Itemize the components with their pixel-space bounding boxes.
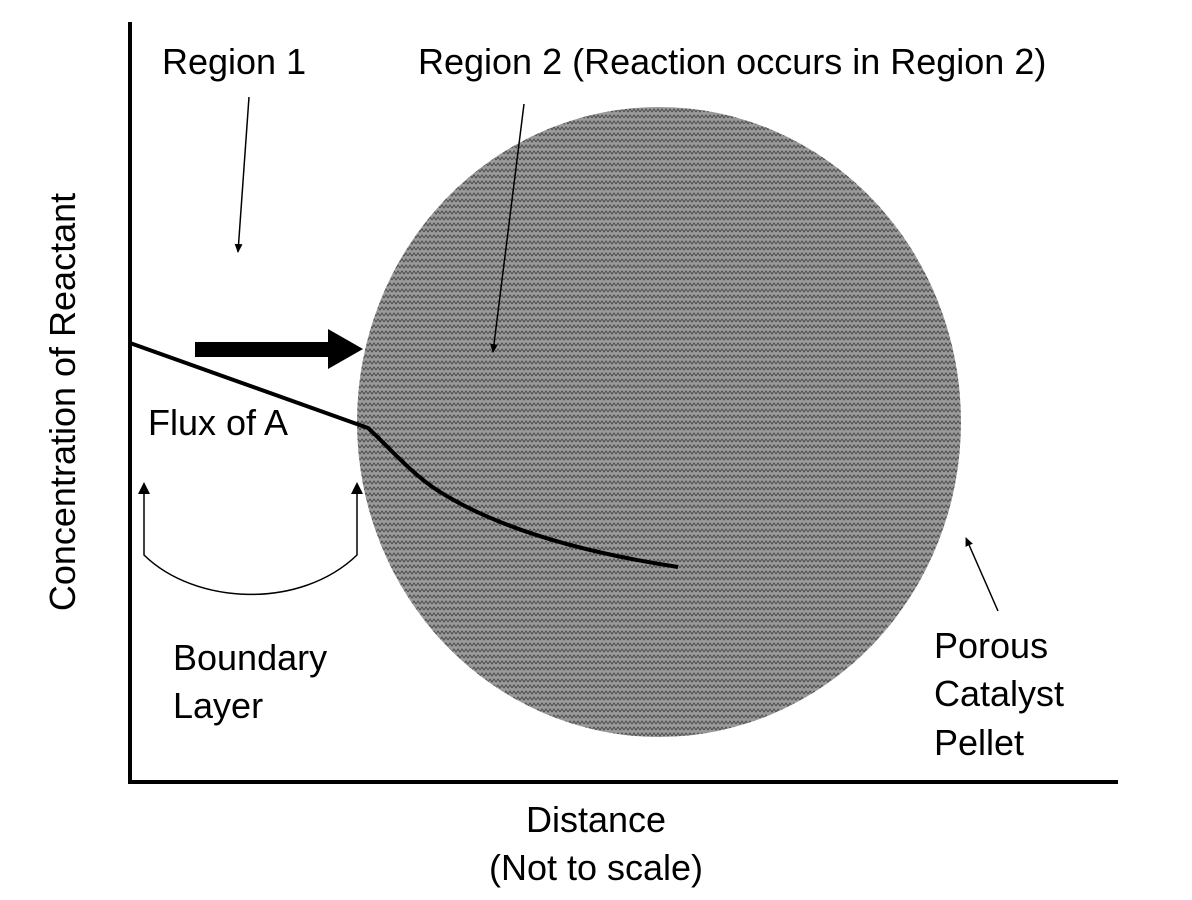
flux-label: Flux of A: [148, 402, 288, 443]
region2-pointer-arrow: [490, 103, 525, 353]
boundary-right-arrowhead: [351, 482, 363, 494]
region1-label: Region 1: [162, 41, 306, 82]
catalyst-pellet: [357, 107, 961, 737]
region2-label: Region 2 (Reaction occurs in Region 2): [418, 41, 1046, 82]
boundary-left-arrowhead: [138, 482, 150, 494]
boundary-label-line2: Layer: [173, 685, 263, 726]
region1-pointer-arrow: [234, 96, 250, 253]
pellet-label-line2: Catalyst: [934, 673, 1064, 714]
x-axis-label-line1: Distance: [526, 799, 666, 840]
boundary-layer-bracket: [143, 490, 358, 596]
pellet-pointer-arrow: [965, 537, 999, 612]
pellet-label-line1: Porous: [934, 625, 1048, 666]
flux-arrow-shaft: [195, 342, 330, 357]
x-axis-label-line2: (Not to scale): [489, 847, 703, 888]
pellet-label-line3: Pellet: [934, 722, 1024, 763]
flux-arrow-head: [328, 329, 363, 369]
concentration-profile-curve: [129, 341, 679, 569]
y-axis-label: Concentration of Reactant: [42, 193, 83, 611]
boundary-label-line1: Boundary: [173, 637, 327, 678]
